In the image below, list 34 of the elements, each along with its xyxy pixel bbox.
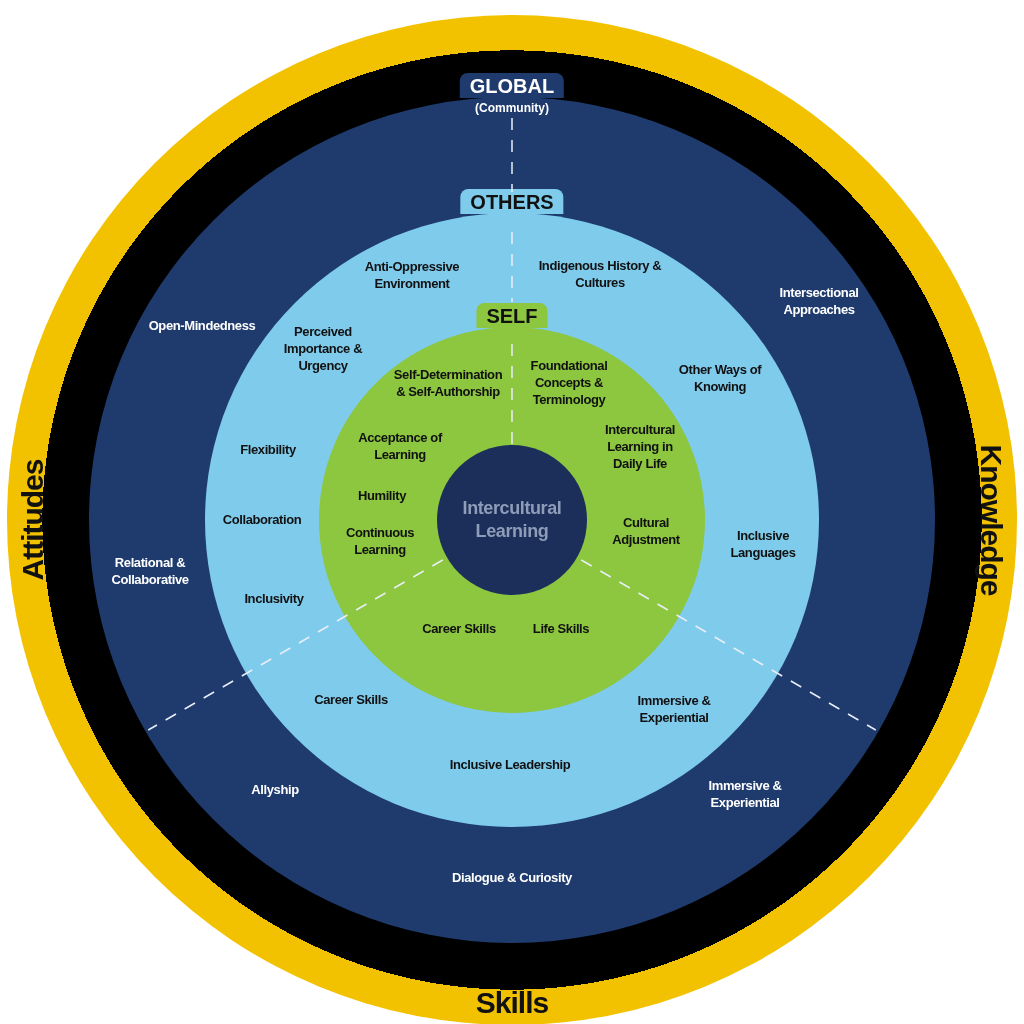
ring-label: Foundational Concepts & Terminology (529, 357, 609, 409)
ring-tab: SELF (476, 303, 548, 328)
ring-label: Indigenous History & Cultures (537, 258, 663, 292)
ring-tab: OTHERS (460, 189, 564, 214)
ring-label: Continuous Learning (344, 525, 416, 559)
ring-tab: GLOBAL (459, 73, 565, 98)
side-heading-right: Knowledge (974, 444, 1008, 596)
ring-label: Inclusive Leadership (448, 756, 572, 774)
ring-label: Inclusivity (243, 590, 305, 608)
ring-label: Dialogue & Curiosity (451, 869, 573, 887)
ring-label: Collaboration (221, 511, 303, 529)
ring-label: Relational & Collaborative (110, 555, 190, 589)
ring-label: Anti-Oppressive Environment (363, 259, 461, 293)
ring-label: Flexibility (239, 441, 297, 459)
ring-subtitle: (Community) (474, 100, 550, 115)
side-heading-bottom: Skills (475, 986, 549, 1020)
ring-label: Acceptance of Learning (357, 430, 444, 464)
ring-label: Intercultural Learning in Daily Life (604, 421, 676, 473)
side-heading-left: Attitudes (16, 459, 50, 581)
ring-label: Humility (356, 487, 408, 505)
ring-label: Immersive & Experiential (636, 693, 712, 727)
ring-label: Career Skills (421, 620, 497, 638)
ring-label: Career Skills (313, 691, 389, 709)
ring-label: Perceived Importance & Urgency (282, 323, 364, 375)
center-title: Intercultural Learning (461, 496, 563, 543)
ring-label: Allyship (250, 781, 300, 799)
ring-label: Self-Determination & Self-Authorship (392, 367, 504, 401)
ring-label: Open-Mindedness (147, 317, 257, 335)
ring-label: Immersive & Experiential (707, 778, 783, 812)
ring-label: Cultural Adjustment (611, 515, 681, 549)
ring-label: Life Skills (531, 620, 591, 638)
ring-label: Inclusive Languages (729, 528, 797, 562)
ring-label: Other Ways of Knowing (677, 362, 763, 396)
ring-label: Intersectional Approaches (778, 285, 860, 319)
